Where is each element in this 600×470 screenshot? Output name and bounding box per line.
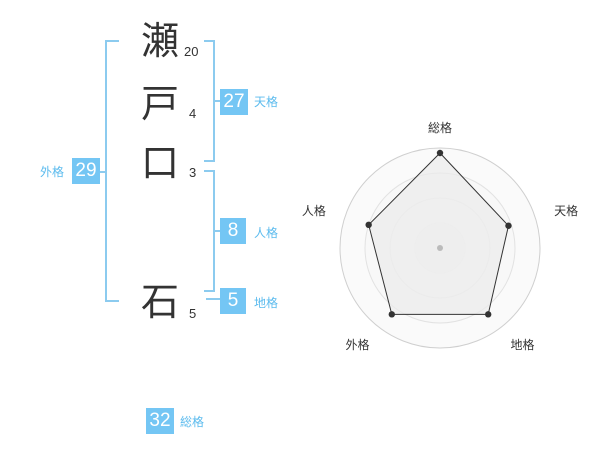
radar-center-dot	[437, 245, 443, 251]
tenkaku-bracket-stub	[214, 100, 220, 102]
radar-point-1	[436, 149, 444, 157]
char-1: 瀬	[141, 19, 180, 63]
radar-axis-label-1: 総格	[428, 120, 452, 135]
char-4-strokes: 5	[189, 306, 197, 321]
radar-axis-label-5: 人格	[302, 203, 326, 218]
jinkaku-bracket-stub	[214, 230, 220, 232]
radar-axis-label-4: 外格	[345, 337, 369, 352]
jinkaku-label: 人格	[254, 226, 279, 240]
char-4: 石	[141, 280, 180, 324]
char-1-strokes: 20	[184, 44, 199, 59]
radar-points	[365, 149, 512, 318]
radar-point-3	[484, 311, 492, 318]
gaikaku-bracket-stub	[100, 171, 106, 173]
tenkaku-badge: 27	[220, 89, 248, 115]
jinkaku-badge: 8	[220, 218, 246, 244]
gaikaku-badge: 29	[72, 158, 100, 184]
gaikaku-bracket	[105, 40, 119, 302]
radar-point-5	[365, 221, 372, 229]
soukaku-badge: 32	[146, 408, 174, 434]
chikaku-badge: 5	[220, 288, 246, 314]
char-2-strokes: 4	[189, 106, 197, 121]
chikaku-label: 地格	[254, 296, 279, 310]
soukaku-label: 総格	[180, 415, 205, 429]
radar-axis-label-3: 地格	[511, 337, 535, 352]
chikaku-bracket-stub	[206, 298, 220, 300]
gaikaku-label: 外格	[40, 165, 65, 179]
radar-data-polygon	[368, 152, 510, 315]
radar-point-4	[388, 311, 396, 318]
radar-axis-label-2: 天格	[554, 203, 578, 218]
radar-point-2	[505, 222, 512, 229]
char-2: 戸	[141, 82, 180, 126]
char-3-strokes: 3	[189, 165, 197, 180]
char-3: 口	[141, 141, 180, 185]
tenkaku-label: 天格	[254, 95, 279, 109]
